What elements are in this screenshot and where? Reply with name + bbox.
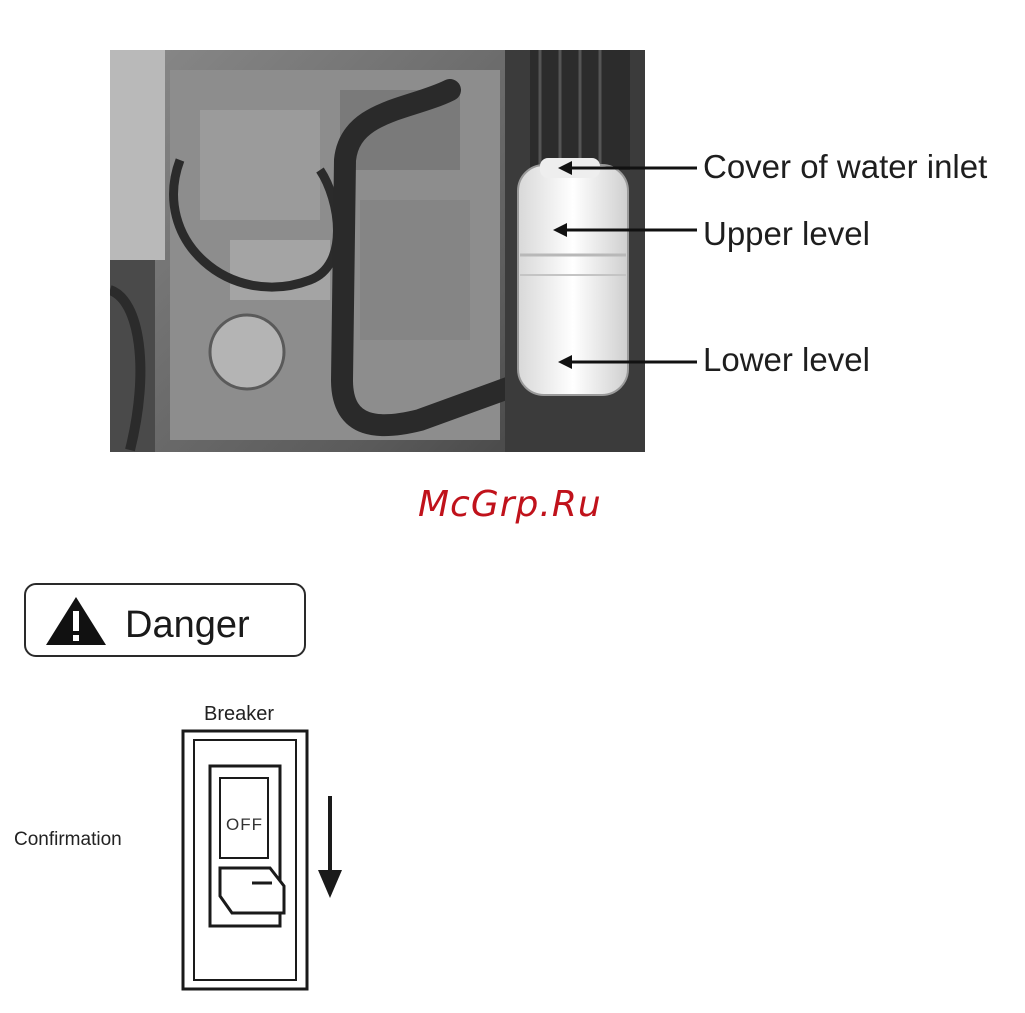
callout-cover-of-water-inlet: Cover of water inlet (703, 148, 987, 186)
breaker-drawing (180, 728, 360, 993)
unit-photo (110, 50, 645, 452)
unit-photo-drawing (110, 50, 645, 452)
confirmation-label: Confirmation (14, 829, 122, 851)
watermark: McGrp.Ru (418, 484, 602, 525)
callout-lower-level: Lower level (703, 341, 870, 379)
breaker-title: Breaker (204, 703, 274, 726)
callout-leaders (645, 150, 705, 380)
switch-state-off: OFF (226, 815, 263, 835)
danger-label: Danger (125, 604, 250, 647)
warning-triangle-icon (44, 595, 108, 647)
callout-upper-level: Upper level (703, 215, 870, 253)
